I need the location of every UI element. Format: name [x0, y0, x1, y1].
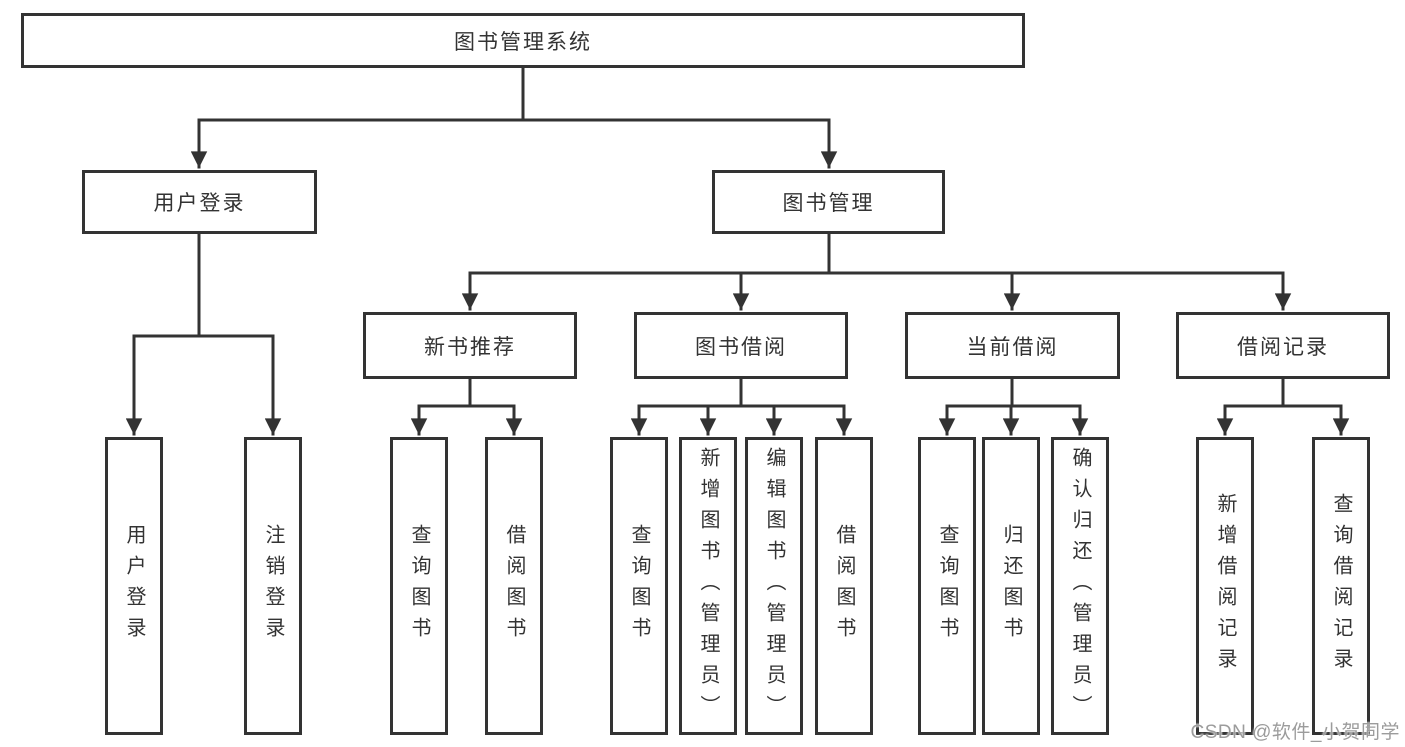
leaf-label: 借阅图书 [503, 524, 525, 648]
leaf-current-return-book: 归还图书 [982, 437, 1040, 735]
node-label: 当前借阅 [966, 335, 1059, 359]
leaf-label: 查询图书 [408, 524, 430, 648]
leaf-newbook-borrow-book: 借阅图书 [485, 437, 543, 735]
edges-book-management [461, 232, 1292, 311]
node-label: 用户登录 [153, 192, 246, 215]
leaf-label: 查询图书 [628, 524, 650, 648]
leaf-label: 注销登录 [262, 524, 284, 648]
edges-current-borrow [938, 377, 1089, 436]
node-label: 图书管理 [782, 192, 875, 215]
leaf-label: 新增图书（管理员） [697, 446, 719, 726]
leaf-borrow-borrow-book: 借阅图书 [815, 437, 873, 735]
leaf-record-add-record: 新增借阅记录 [1196, 437, 1254, 735]
node-new-book-recommend: 新书推荐 [363, 312, 577, 379]
leaf-borrow-edit-book-admin: 编辑图书（管理员） [745, 437, 803, 735]
leaf-label: 归还图书 [1000, 524, 1022, 648]
node-book-management: 图书管理 [712, 170, 945, 234]
node-library-management-system: 图书管理系统 [21, 13, 1025, 68]
node-label: 新书推荐 [424, 335, 516, 359]
edges-book-borrow [630, 377, 853, 436]
leaf-current-confirm-return-admin: 确认归还（管理员） [1051, 437, 1109, 735]
leaf-borrow-query-book: 查询图书 [610, 437, 668, 735]
node-user-login: 用户登录 [82, 170, 317, 234]
node-label: 图书借阅 [695, 335, 787, 359]
leaf-label: 查询借阅记录 [1330, 493, 1352, 679]
leaf-label: 新增借阅记录 [1214, 493, 1236, 679]
node-label: 借阅记录 [1237, 335, 1329, 359]
node-current-borrow: 当前借阅 [905, 312, 1120, 379]
leaf-current-query-book: 查询图书 [918, 437, 976, 735]
leaf-logout-login: 注销登录 [244, 437, 302, 735]
edges-borrow-record [1216, 377, 1350, 436]
leaf-borrow-add-book-admin: 新增图书（管理员） [679, 437, 737, 735]
edges-new-book-recommend [410, 377, 523, 436]
leaf-user-login: 用户登录 [105, 437, 163, 735]
leaf-label: 确认归还（管理员） [1069, 446, 1091, 726]
csdn-watermark: CSDN @软件_小贺同学 [1190, 722, 1400, 743]
node-book-borrow: 图书借阅 [634, 312, 848, 379]
leaf-label: 借阅图书 [833, 524, 855, 648]
edges-user-login [125, 232, 282, 436]
leaf-label: 查询图书 [936, 524, 958, 648]
leaf-label: 编辑图书（管理员） [763, 446, 785, 726]
leaf-newbook-query-book: 查询图书 [390, 437, 448, 735]
node-label: 图书管理系统 [454, 30, 592, 54]
node-borrow-record: 借阅记录 [1176, 312, 1390, 379]
leaf-label: 用户登录 [123, 524, 145, 648]
edges-root [190, 66, 838, 169]
leaf-record-query-record: 查询借阅记录 [1312, 437, 1370, 735]
